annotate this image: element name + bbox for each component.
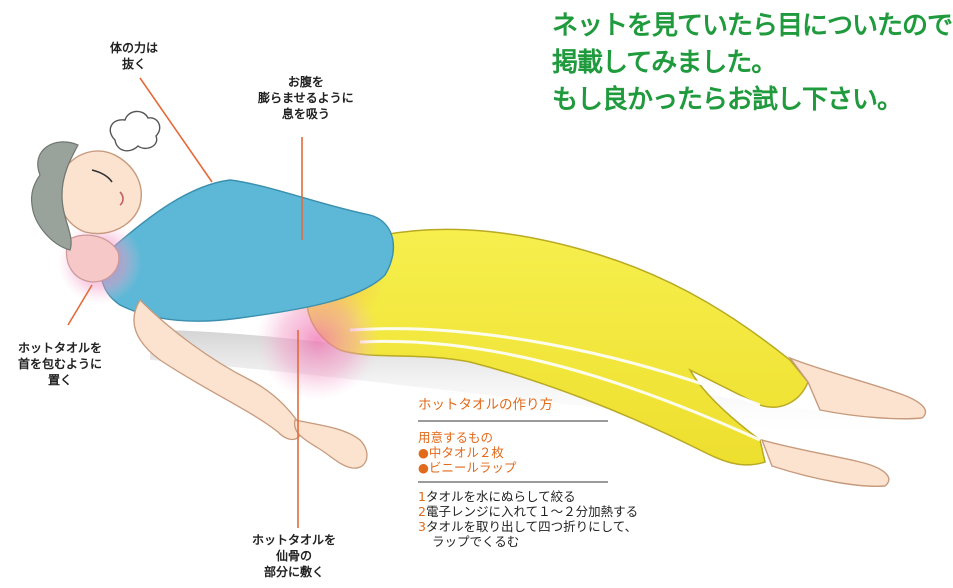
bullet-icon: ● (418, 460, 429, 475)
divider (418, 481, 608, 483)
bullet-icon: ● (418, 445, 429, 460)
needs-item: ●中タオル２枚 (418, 445, 608, 460)
face (58, 151, 142, 233)
step-3-continued: ラップでくるむ (418, 534, 608, 549)
recipe-title: ホットタオルの作り方 (418, 398, 608, 422)
needs-label: 用意するもの (418, 430, 608, 445)
foot-lower (762, 440, 889, 486)
needs-item: ●ビニールラップ (418, 460, 608, 475)
headline: ネットを見ていたら目についたので掲載してみました。もし良かったらお試し下さい。 (552, 8, 952, 119)
annotation-sacrum-towel: ホットタオルを 仙骨の 部分に敷く (252, 532, 336, 580)
step-item: 2電子レンジに入れて１～２分加熱する (418, 504, 608, 519)
headline-line-2: 掲載してみました。 (552, 45, 952, 82)
annotation-breathe: お腹を 膨らませるように 息を吸う (258, 74, 354, 122)
headline-line-3: もし良かったらお試し下さい。 (552, 82, 952, 119)
foot-upper (790, 358, 926, 419)
step-item: 1タオルを水にぬらして絞る (418, 489, 608, 504)
hand (295, 420, 367, 468)
headline-line-1: ネットを見ていたら目についたので (552, 8, 952, 45)
step-item: 3タオルを取り出して四つ折りにして、 (418, 519, 608, 534)
annotation-relax: 体の力は 抜く (110, 40, 158, 72)
breath-puff (110, 111, 159, 150)
hot-towel-recipe: ホットタオルの作り方 用意するもの ●中タオル２枚 ●ビニールラップ 1タオルを… (418, 398, 608, 549)
annotation-neck-towel: ホットタオルを 首を包むように 置く (18, 340, 102, 388)
